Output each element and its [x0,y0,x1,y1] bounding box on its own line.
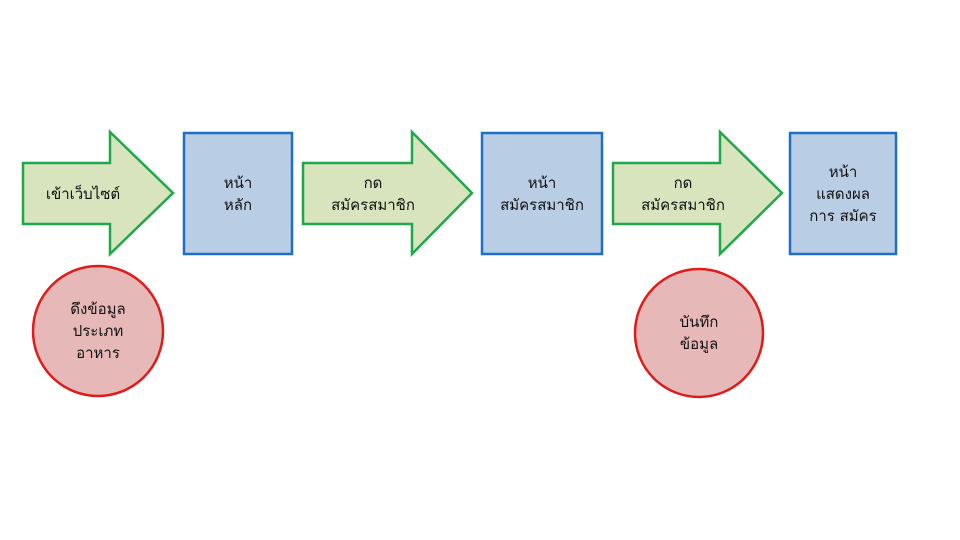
data-action-label-1: ดึงข้อมูล ประเภท อาหาร [38,271,158,391]
step-box-4 [480,131,604,256]
step-label-3: กด สมัครสมาชิก [303,157,443,230]
step-label-4: หน้า สมัครสมาชิก [482,133,602,254]
data-action-line: ข้อมูล [679,335,719,353]
step-label-line: กด [363,173,383,192]
step-label-5: กด สมัครสมาชิก [613,157,753,230]
step-box-6 [788,131,898,256]
data-action-line: ประเภท [72,322,124,340]
step-box-2 [182,131,294,256]
step-label-line: เข้าเว็บไซต์ [45,184,121,203]
data-action-circle-1 [31,264,165,398]
step-label-2: หน้า หลัก [184,133,292,254]
data-action-line: อาหาร [76,344,120,362]
step-label-line: หน้า [828,162,858,181]
step-label-6: หน้า แสดงผล การ สมัคร [790,133,896,254]
step-label-line: หน้า [223,173,253,192]
step-arrow-3 [301,128,474,258]
data-action-label-2: บันทึก ข้อมูล [639,273,759,393]
step-label-1: เข้าเว็บไซต์ [23,163,143,224]
step-label-line: แสดงผล [816,184,870,203]
step-label-line: สมัครสมาชิก [500,195,584,214]
step-label-line: สมัครสมาชิก [331,195,415,214]
data-action-circle-2 [633,267,765,399]
step-label-line: หลัก [223,195,253,214]
step-label-line: กด [673,173,693,192]
data-action-line: บันทึก [679,313,719,331]
step-label-line: หน้า [527,173,557,192]
step-label-line: การ สมัคร [809,206,877,225]
step-label-line: สมัครสมาชิก [641,195,725,214]
step-arrow-5 [611,129,784,257]
step-arrow-1 [21,129,175,257]
data-action-line: ดึงข้อมูล [70,300,126,318]
